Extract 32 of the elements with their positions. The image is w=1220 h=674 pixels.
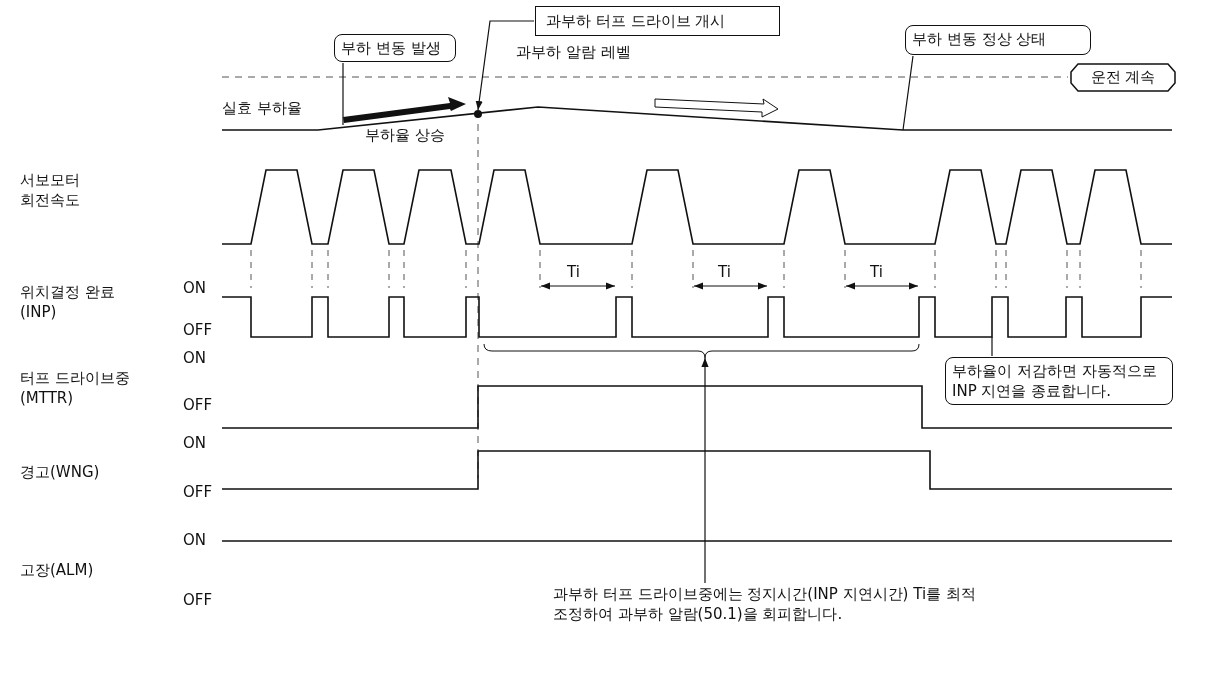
state-label: ON: [183, 278, 207, 298]
curve-label: 부하율 상승: [365, 125, 445, 145]
signal-label: 고장(ALM): [20, 560, 94, 580]
signal-label: 경고(WNG): [20, 462, 100, 482]
signal-label: 터프 드라이브중 (MTTR): [20, 368, 130, 408]
leader-line: [475, 20, 535, 111]
leader-line: [902, 55, 914, 131]
leader-line: [342, 62, 344, 126]
signal-label: 위치결정 완료 (INP): [20, 282, 116, 322]
level-label: 과부하 알람 레벨: [516, 42, 631, 62]
brace: [483, 343, 920, 359]
leader-line: [991, 336, 993, 357]
time-label: Ti: [870, 262, 883, 282]
callout-bubble: 부하 변동 정상 상태: [905, 25, 1091, 55]
signal-label: 서보모터 회전속도: [20, 170, 81, 210]
state-label: OFF: [183, 482, 213, 502]
state-label: OFF: [183, 590, 213, 610]
callout-bubble: 부하율이 저감하면 자동적으로 INP 지연을 종료합니다.: [945, 357, 1173, 405]
note-text: 과부하 터프 드라이브중에는 정지시간(INP 지연시간) Ti를 최적 조정하여 과부하 알람(50.1)을 회피합니다.: [553, 584, 978, 628]
time-label: Ti: [567, 262, 580, 282]
state-label: ON: [183, 530, 207, 550]
state-label: ON: [183, 433, 207, 453]
inp-waveform: [221, 296, 1173, 338]
time-label: Ti: [718, 262, 731, 282]
state-label: OFF: [183, 320, 213, 340]
callout-bubble: 부하 변동 발생: [334, 34, 456, 62]
callout-box: 과부하 터프 드라이브 개시: [535, 6, 780, 36]
curve-label: 실효 부하율: [222, 98, 302, 118]
callout-tag: 운전 계속: [1070, 63, 1176, 92]
leader-line: [701, 357, 709, 584]
state-label: ON: [183, 348, 207, 368]
state-label: OFF: [183, 395, 213, 415]
